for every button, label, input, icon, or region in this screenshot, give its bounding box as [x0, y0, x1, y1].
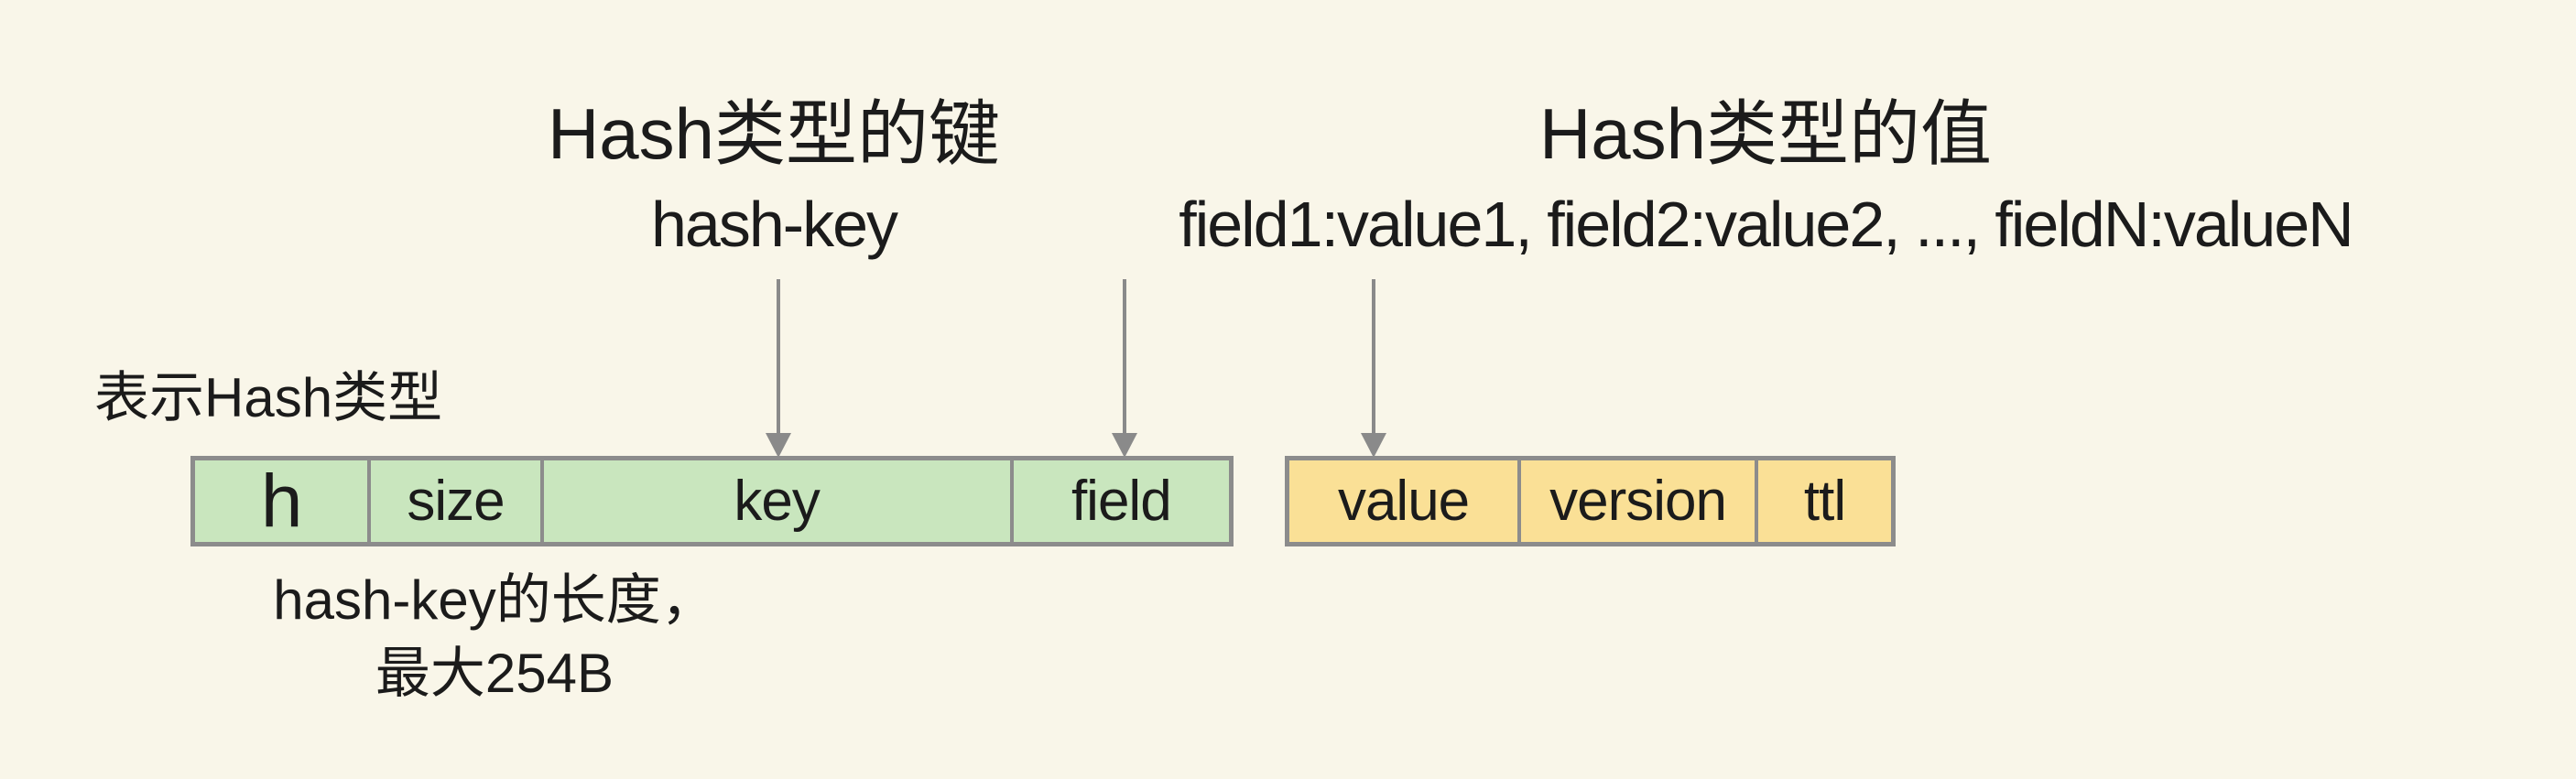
- hash-type-label: 表示Hash类型: [94, 367, 443, 428]
- hash-value-annotation: Hash类型的值 field1:value1, field2:value2, .…: [1070, 88, 2462, 269]
- arrow-head: [1361, 433, 1386, 458]
- arrow-head: [1112, 433, 1137, 458]
- cell-h: h: [195, 460, 368, 543]
- arrow-to-value-cell-icon: [1361, 279, 1386, 458]
- arrow-to-field-cell-icon: [1112, 279, 1137, 458]
- arrow-to-key-cell-icon: [766, 279, 791, 458]
- cell-value: value: [1289, 460, 1518, 542]
- cell-field: field: [1009, 460, 1229, 542]
- arrow-line: [1372, 279, 1375, 437]
- cell-key: key: [539, 460, 1010, 542]
- hash-value-annotation-subtitle: field1:value1, field2:value2, ..., field…: [1179, 189, 2353, 260]
- cell-size: size: [367, 460, 540, 542]
- hash-key-length-note-line1: hash-key的长度，: [273, 569, 716, 631]
- arrow-line: [777, 279, 780, 437]
- hash-value-structure: value version ttl: [1285, 456, 1896, 546]
- cell-version: version: [1517, 460, 1755, 542]
- arrow-line: [1123, 279, 1126, 437]
- hash-key-structure: h size key field: [190, 456, 1234, 546]
- cell-ttl: ttl: [1755, 460, 1891, 542]
- hash-key-annotation-subtitle: hash-key: [650, 189, 898, 260]
- hash-value-annotation-title: Hash类型的值: [1538, 93, 1993, 174]
- hash-key-length-note-line2: 最大254B: [375, 643, 614, 704]
- hash-key-annotation-title: Hash类型的键: [547, 93, 1001, 174]
- arrow-head: [766, 433, 791, 458]
- hash-key-length-note: hash-key的长度， 最大254B: [211, 564, 778, 710]
- hash-key-annotation: Hash类型的键 hash-key: [453, 88, 1094, 269]
